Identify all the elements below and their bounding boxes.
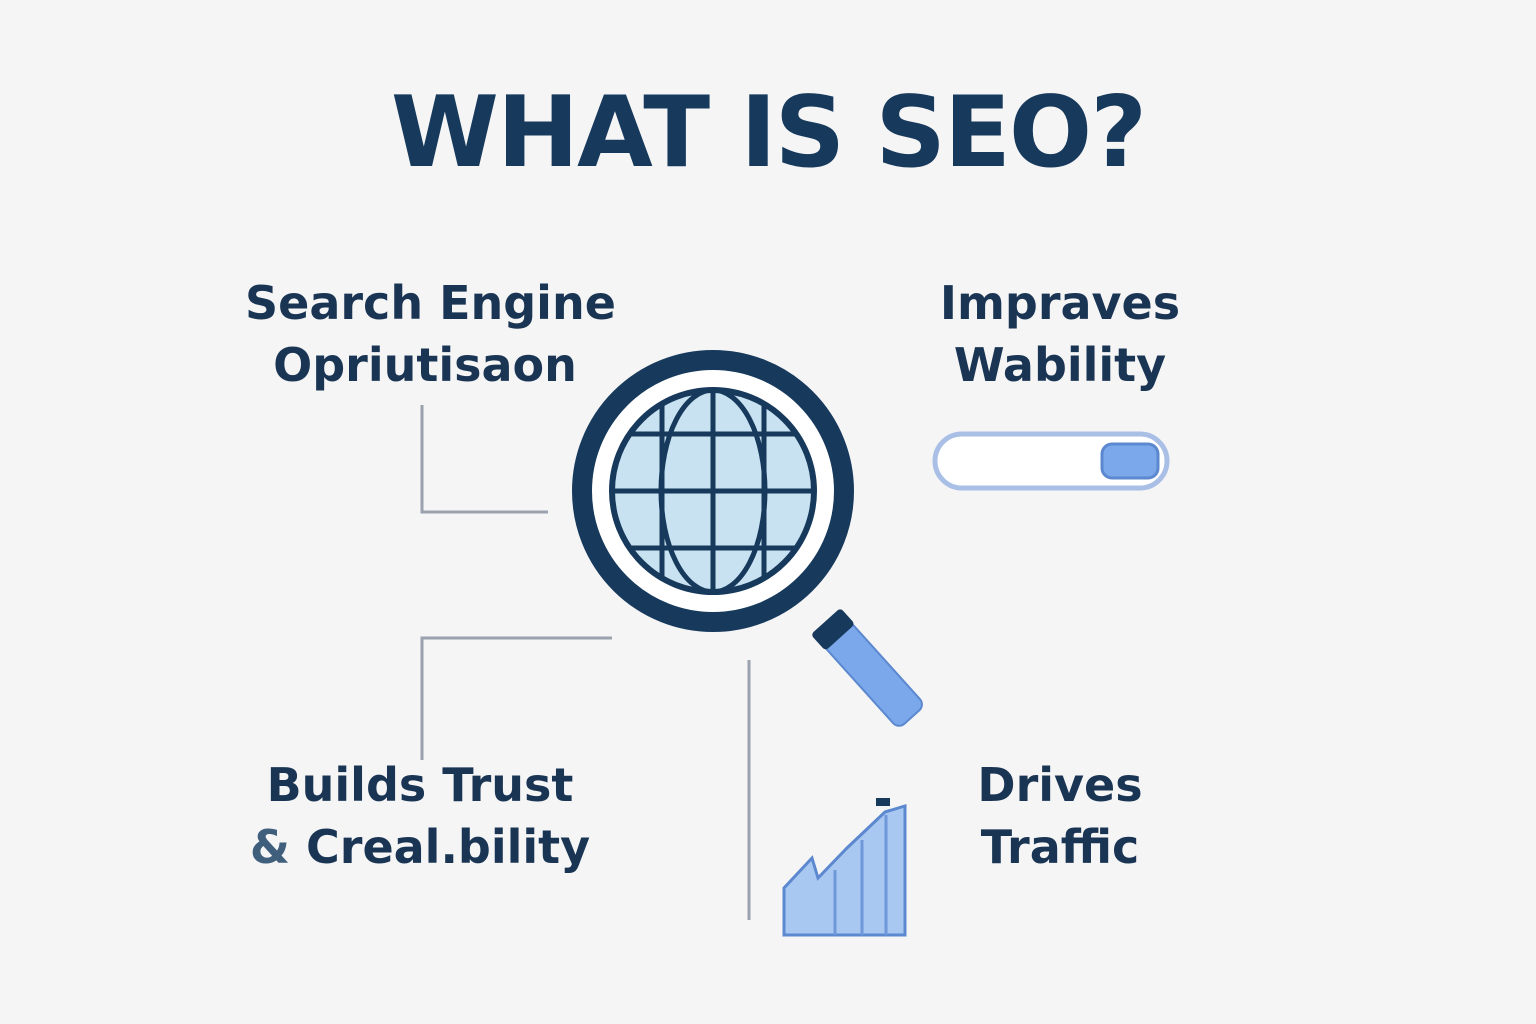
magnifier-globe-icon xyxy=(572,350,923,727)
search-bar-icon xyxy=(932,431,1170,491)
point-visibility-line2: Wability xyxy=(953,338,1167,392)
point-traffic-line1: Drives xyxy=(977,758,1143,812)
connector-line-seo xyxy=(420,405,548,514)
point-improves-visibility: Impraves Wability xyxy=(920,272,1200,396)
point-trust-line2: & Creal.bility xyxy=(240,816,600,878)
point-trust-line2-text: Creal.bility xyxy=(306,820,591,874)
growth-chart-icon xyxy=(782,798,907,937)
point-traffic-line2: Traffic xyxy=(980,820,1140,874)
point-search-engine-optimisation: Search Engine Opriutisaon xyxy=(245,272,616,396)
point-visibility-line1: Impraves xyxy=(939,276,1181,330)
ampersand: & xyxy=(249,820,290,874)
point-trust-line1: Builds Trust xyxy=(266,758,574,812)
point-seo-line2: Opriutisaon xyxy=(273,338,577,392)
connector-line-trust xyxy=(420,636,612,760)
point-seo-line1: Search Engine xyxy=(245,276,616,330)
point-drives-traffic: Drives Traffic xyxy=(960,754,1160,878)
page-title: WHAT IS SEO? xyxy=(390,76,1147,190)
point-builds-trust: Builds Trust & Creal.bility xyxy=(240,754,600,878)
